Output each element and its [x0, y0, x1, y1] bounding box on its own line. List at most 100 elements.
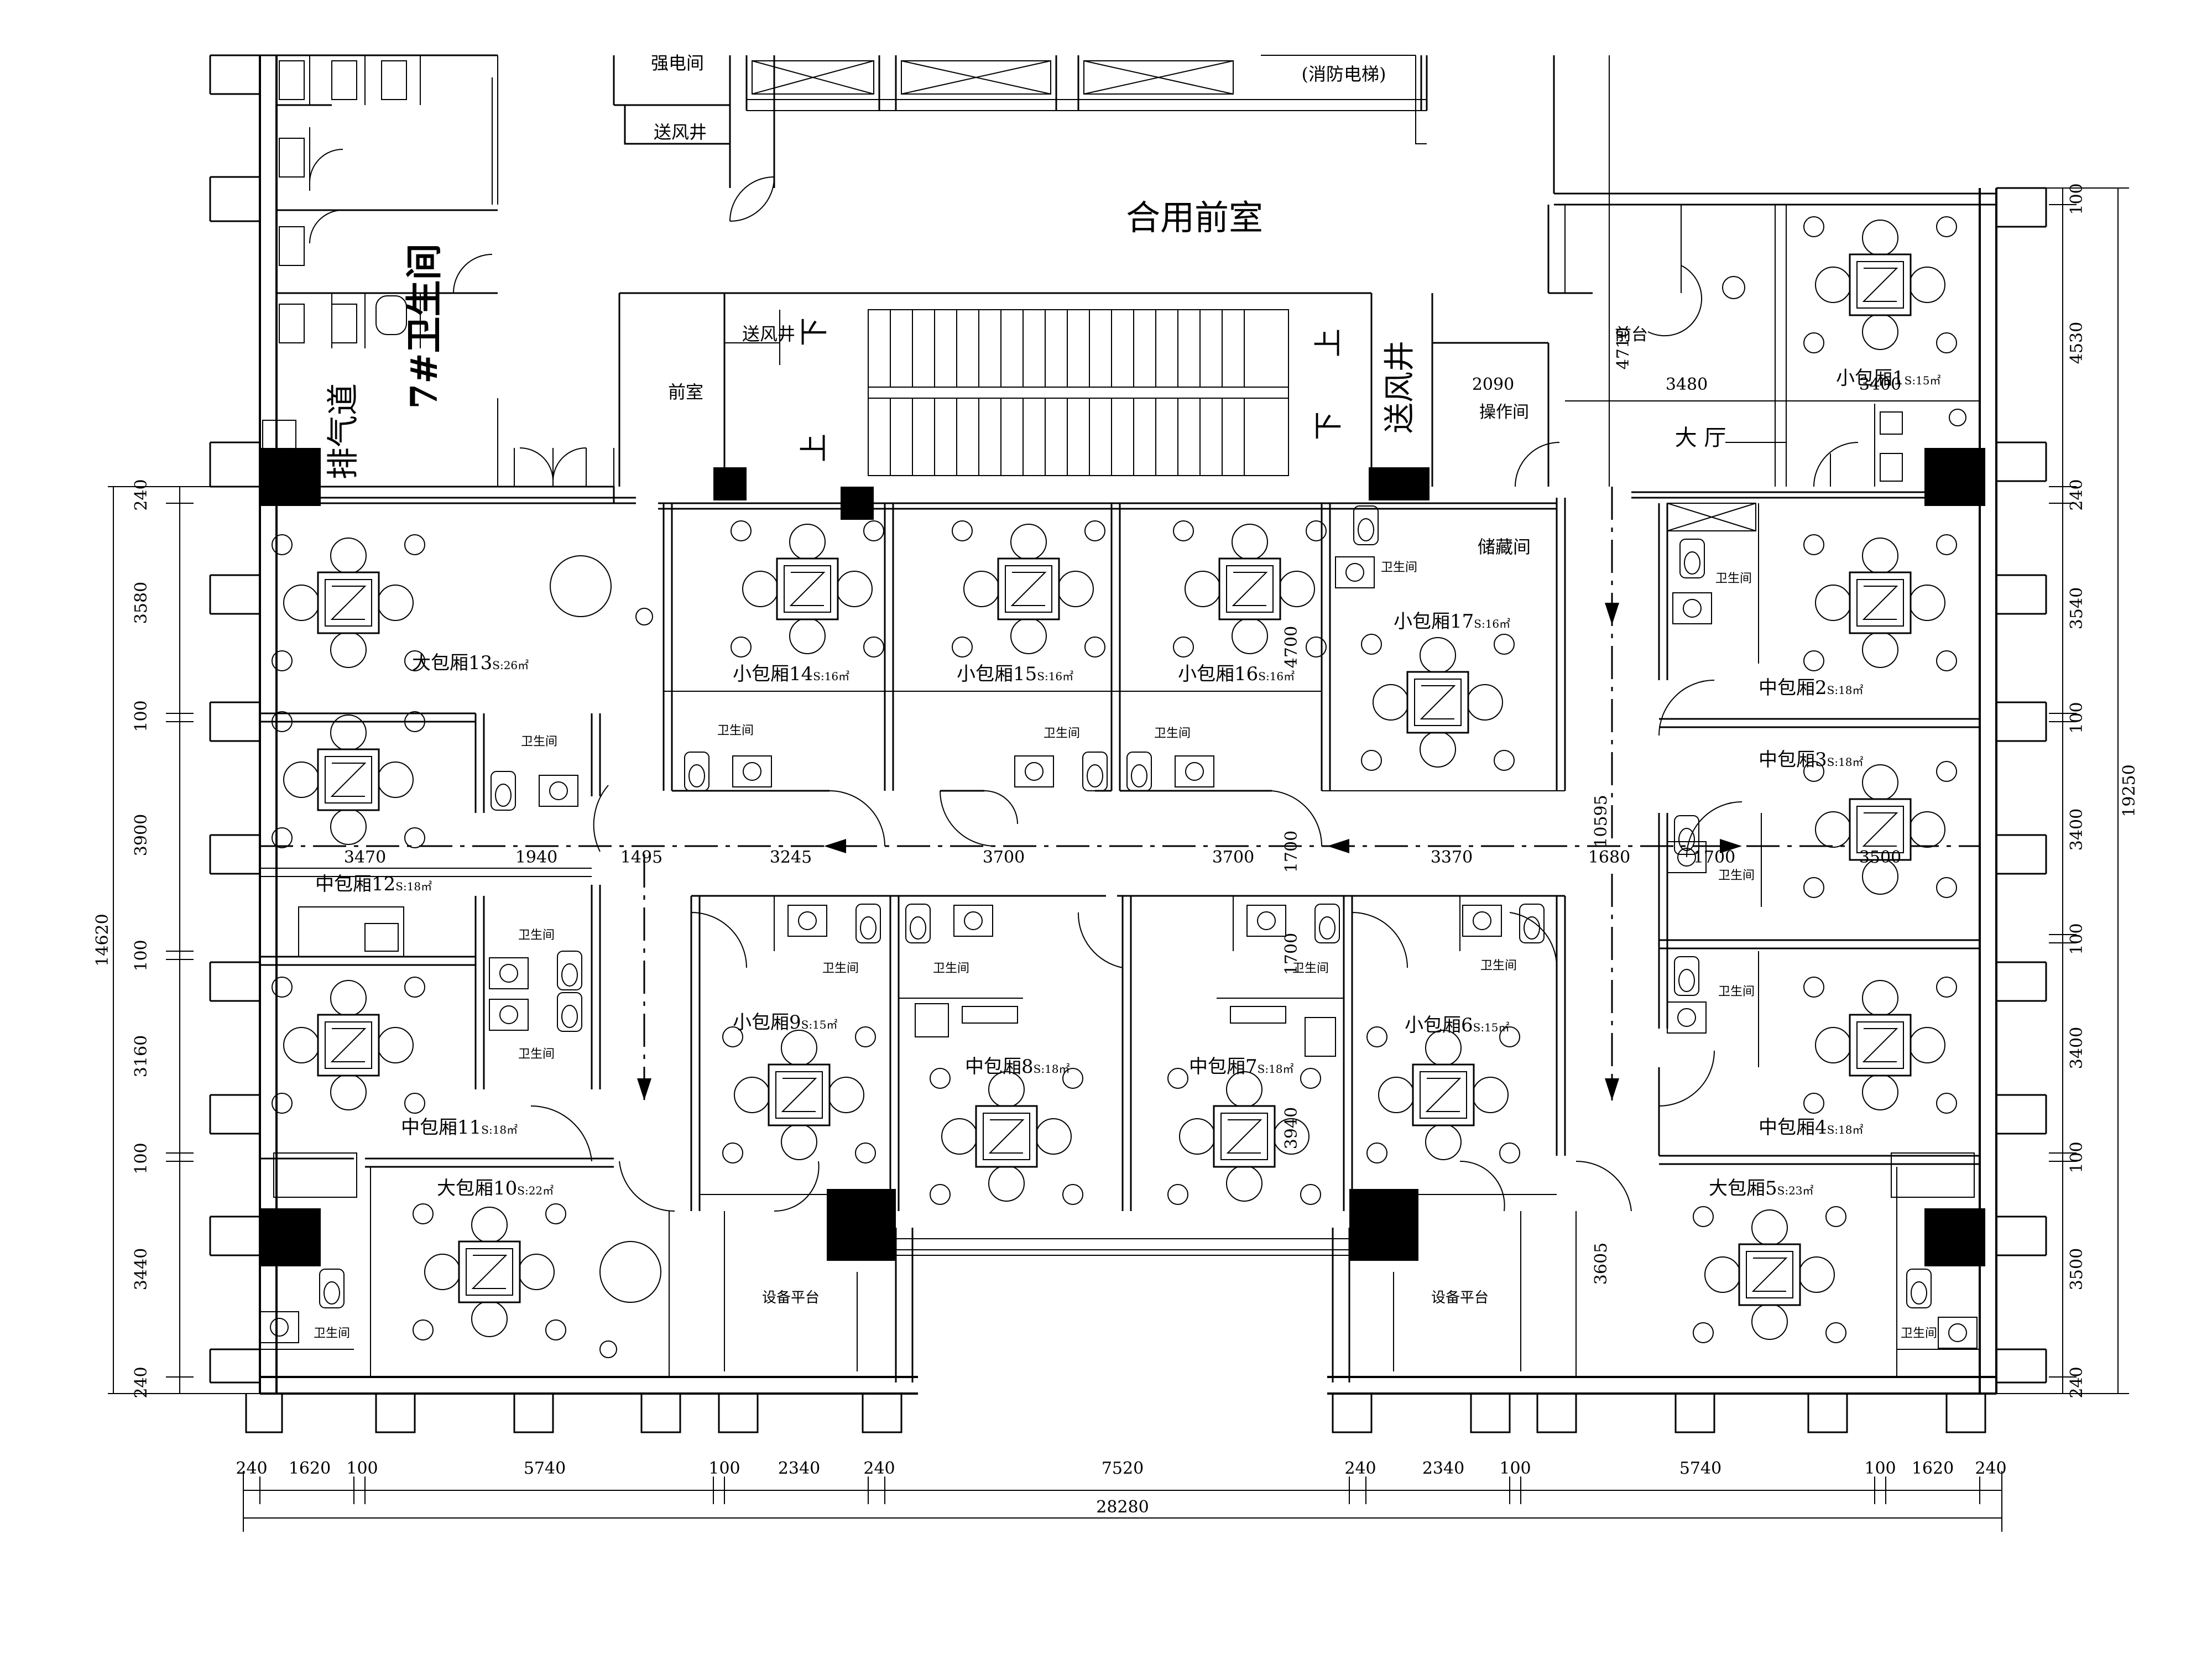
dim-corridor: 1495	[620, 848, 662, 867]
dim-right: 100	[2067, 923, 2086, 954]
dim-right: 3540	[2067, 587, 2086, 629]
wc-label: 卫生间	[1381, 561, 1417, 575]
wc-label: 卫生间	[1901, 1327, 1937, 1340]
label-stair-down-left: 下	[798, 317, 831, 346]
dim-misc: 3940	[1282, 1107, 1301, 1149]
wc-label: 卫生间	[1480, 959, 1517, 973]
building-outline	[209, 54, 2047, 1433]
dim-total-right: 19250	[2120, 764, 2139, 817]
dim-bottom: 240	[1344, 1459, 1376, 1478]
dim-misc: 2090	[1472, 375, 1514, 394]
dim-misc: 1700	[1282, 831, 1301, 873]
dimension-lines	[108, 55, 2129, 1532]
wc-label: 卫生间	[518, 928, 555, 942]
wc-label: 卫生间	[1718, 985, 1755, 999]
dim-left: 3900	[132, 814, 151, 856]
wc-label: 卫生间	[521, 735, 557, 749]
room-label-8: 中包厢8S:18㎡	[965, 1056, 1070, 1078]
room-label-3: 中包厢3S:18㎡	[1759, 749, 1864, 771]
corridor-axis	[260, 487, 1980, 1100]
label-electric-room: 强电间	[651, 53, 704, 74]
dim-corridor: 3470	[344, 848, 386, 867]
room-label-2: 中包厢2S:18㎡	[1759, 677, 1864, 699]
dim-misc: 1700	[1282, 933, 1301, 975]
structural-columns	[260, 448, 1985, 1266]
dim-right: 100	[2067, 183, 2086, 215]
wc-label: 卫生间	[717, 724, 754, 738]
wc-label: 卫生间	[1044, 727, 1080, 740]
dim-misc: 3500	[1859, 848, 1901, 867]
room-label-12: 中包厢12S:18㎡	[315, 873, 432, 895]
label-front-desk: 前台	[1615, 325, 1648, 345]
room-label-7: 中包厢7S:18㎡	[1189, 1056, 1294, 1078]
dim-bottom: 2340	[1422, 1459, 1464, 1478]
dim-total-left: 14620	[93, 914, 112, 966]
dim-bottom: 5740	[1679, 1459, 1721, 1478]
dim-misc: 10595	[1592, 795, 1611, 847]
room-label-4: 中包厢4S:18㎡	[1759, 1117, 1864, 1139]
dim-bottom: 100	[346, 1459, 378, 1478]
room-labels: 小包厢1S:15㎡ 中包厢2S:18㎡ 中包厢3S:18㎡ 中包厢4S:18㎡ …	[315, 367, 1941, 1199]
dim-left: 240	[132, 479, 151, 510]
room-label-5: 大包厢5S:23㎡	[1709, 1177, 1814, 1199]
room-label-17: 小包厢17S:16㎡	[1394, 611, 1510, 633]
room-label-13: 大包厢13S:26㎡	[412, 652, 529, 674]
dim-misc: 4710	[1614, 327, 1633, 369]
stair-treads	[890, 310, 1245, 476]
wc-label: 卫生间	[314, 1327, 350, 1340]
dim-misc: 3605	[1592, 1243, 1611, 1285]
label-control-room: 操作间	[1479, 403, 1529, 422]
dim-bottom: 1620	[289, 1459, 331, 1478]
dim-right: 3400	[2067, 808, 2086, 851]
dim-bottom: 5740	[524, 1459, 566, 1478]
core-area	[260, 54, 1980, 504]
dim-left: 3440	[132, 1248, 151, 1290]
wc-label: 卫生间	[1718, 869, 1755, 883]
room-label-9: 小包厢9S:15㎡	[733, 1011, 838, 1034]
dim-bottom: 1620	[1912, 1459, 1954, 1478]
wc-label: 卫生间	[1292, 962, 1329, 975]
dim-left: 3580	[132, 582, 151, 624]
dim-right: 240	[2067, 479, 2086, 510]
dimension-text: 240 1620 100 5740 100 2340 240 7520 240 …	[93, 183, 2139, 1517]
dim-corridor: 1680	[1588, 848, 1630, 867]
label-fire-elevator: (消防电梯)	[1302, 64, 1386, 85]
dim-corridor: 3700	[1212, 848, 1254, 867]
dim-left: 100	[132, 1142, 151, 1174]
dim-misc: 3480	[1666, 375, 1708, 394]
bathroom-fixtures	[259, 409, 1978, 1358]
dim-bottom: 2340	[778, 1459, 820, 1478]
room-label-14: 小包厢14S:16㎡	[733, 663, 849, 685]
room-label-1: 小包厢1S:15㎡	[1836, 367, 1941, 389]
dim-bottom: 7520	[1102, 1459, 1144, 1478]
dim-right: 240	[2067, 1366, 2086, 1398]
room-label-16: 小包厢16S:16㎡	[1178, 663, 1295, 685]
dim-right: 100	[2067, 1141, 2086, 1173]
partition-walls	[260, 491, 1980, 1377]
dim-corridor: 3245	[770, 848, 812, 867]
dim-bottom: 240	[1975, 1459, 2006, 1478]
dim-corridor: 3370	[1431, 848, 1473, 867]
dim-total-bottom: 28280	[1096, 1498, 1149, 1517]
label-stair-up-left: 上	[798, 434, 831, 462]
label-front-room: 前室	[668, 382, 703, 403]
room-label-11: 中包厢11S:18㎡	[401, 1117, 518, 1139]
label-air-supply-mid: 送风井	[742, 324, 795, 345]
label-hall: 大 厅	[1675, 425, 1726, 451]
room-label-6: 小包厢6S:15㎡	[1405, 1014, 1510, 1036]
dim-left: 3160	[132, 1035, 151, 1077]
label-air-supply-right: 送风井	[1382, 341, 1418, 434]
wc-label: 卫生间	[518, 1047, 555, 1061]
label-stair-up-right: 上	[1312, 328, 1345, 357]
dim-bottom: 100	[708, 1459, 740, 1478]
plan-title: 合用前室	[1126, 197, 1263, 238]
dim-right: 3400	[2067, 1027, 2086, 1069]
dim-right: 4530	[2067, 322, 2086, 364]
wc-label: 卫生间	[933, 962, 969, 975]
label-exhaust: 排气道	[324, 383, 362, 479]
label-storage: 储藏间	[1478, 536, 1531, 557]
dim-bottom: 240	[863, 1459, 895, 1478]
dim-left: 240	[132, 1366, 151, 1398]
room-label-15: 小包厢15S:16㎡	[957, 663, 1073, 685]
